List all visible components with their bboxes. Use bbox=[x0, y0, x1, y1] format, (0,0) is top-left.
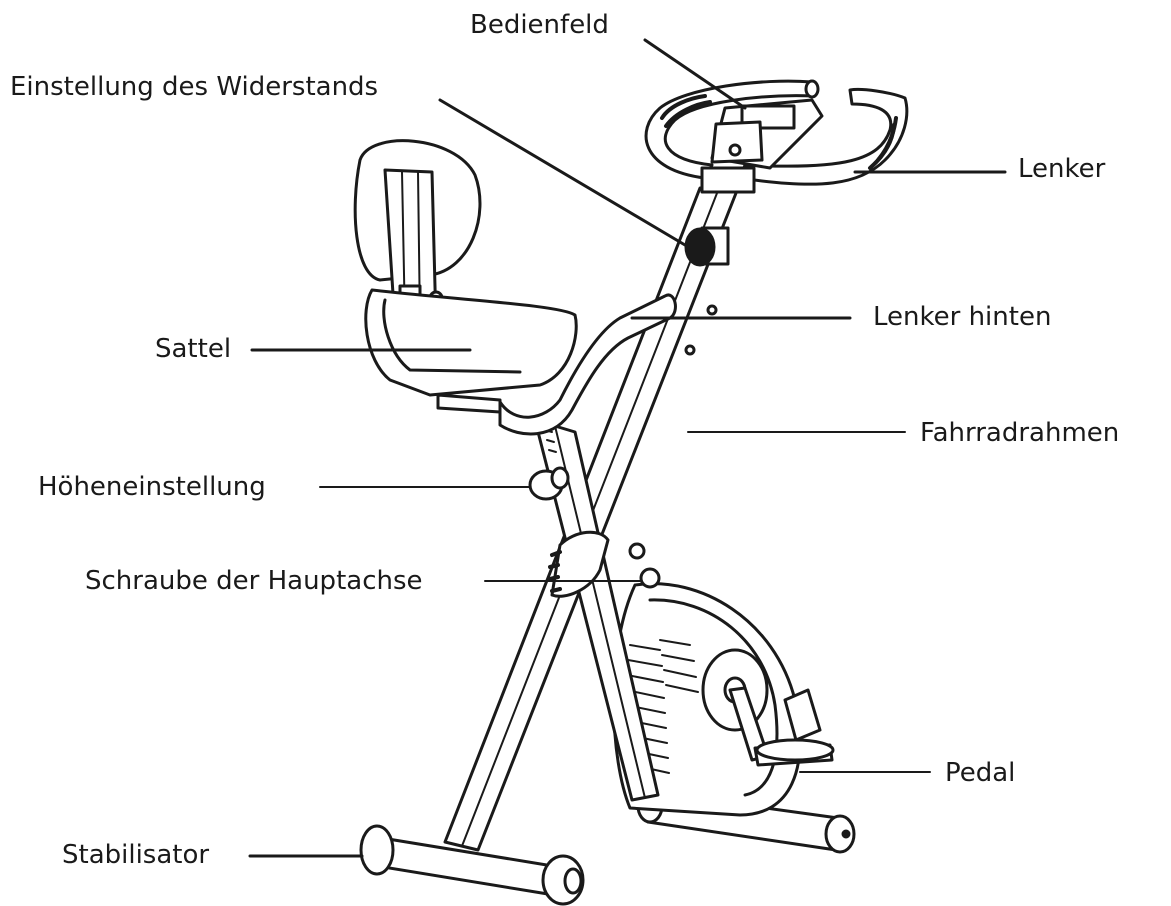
crank-and-pedal bbox=[728, 686, 835, 767]
grip-left bbox=[660, 94, 712, 128]
label-bedienfeld: Bedienfeld bbox=[470, 10, 609, 40]
grip-right bbox=[868, 116, 898, 170]
label-stabilisator: Stabilisator bbox=[62, 840, 210, 870]
label-hoeheneinstellung: Höheneinstellung bbox=[38, 472, 266, 502]
height-knob bbox=[528, 466, 570, 501]
seat-cushion bbox=[364, 288, 578, 414]
resistance-knob bbox=[684, 226, 730, 267]
label-pedal: Pedal bbox=[945, 758, 1016, 788]
seat-frame-tube bbox=[533, 418, 660, 802]
label-lenker: Lenker bbox=[1018, 154, 1106, 184]
label-sattel: Sattel bbox=[155, 334, 232, 364]
leader-widerstand bbox=[438, 98, 687, 247]
control-panel-console bbox=[700, 98, 824, 194]
front-stabilizer-tube bbox=[359, 824, 585, 906]
leader-bedienfeld bbox=[643, 38, 747, 110]
label-lenker-hinten: Lenker hinten bbox=[873, 302, 1052, 332]
label-fahrradrahmen: Fahrradrahmen bbox=[920, 418, 1120, 448]
leader-lines bbox=[248, 38, 1007, 858]
label-schraube-hauptachse: Schraube der Hauptachse bbox=[85, 566, 423, 596]
rear-handlebar bbox=[498, 293, 677, 436]
front-handlebar bbox=[644, 79, 909, 186]
label-einstellung-widerstand: Einstellung des Widerstands bbox=[10, 72, 379, 102]
seat-backrest bbox=[353, 139, 482, 327]
